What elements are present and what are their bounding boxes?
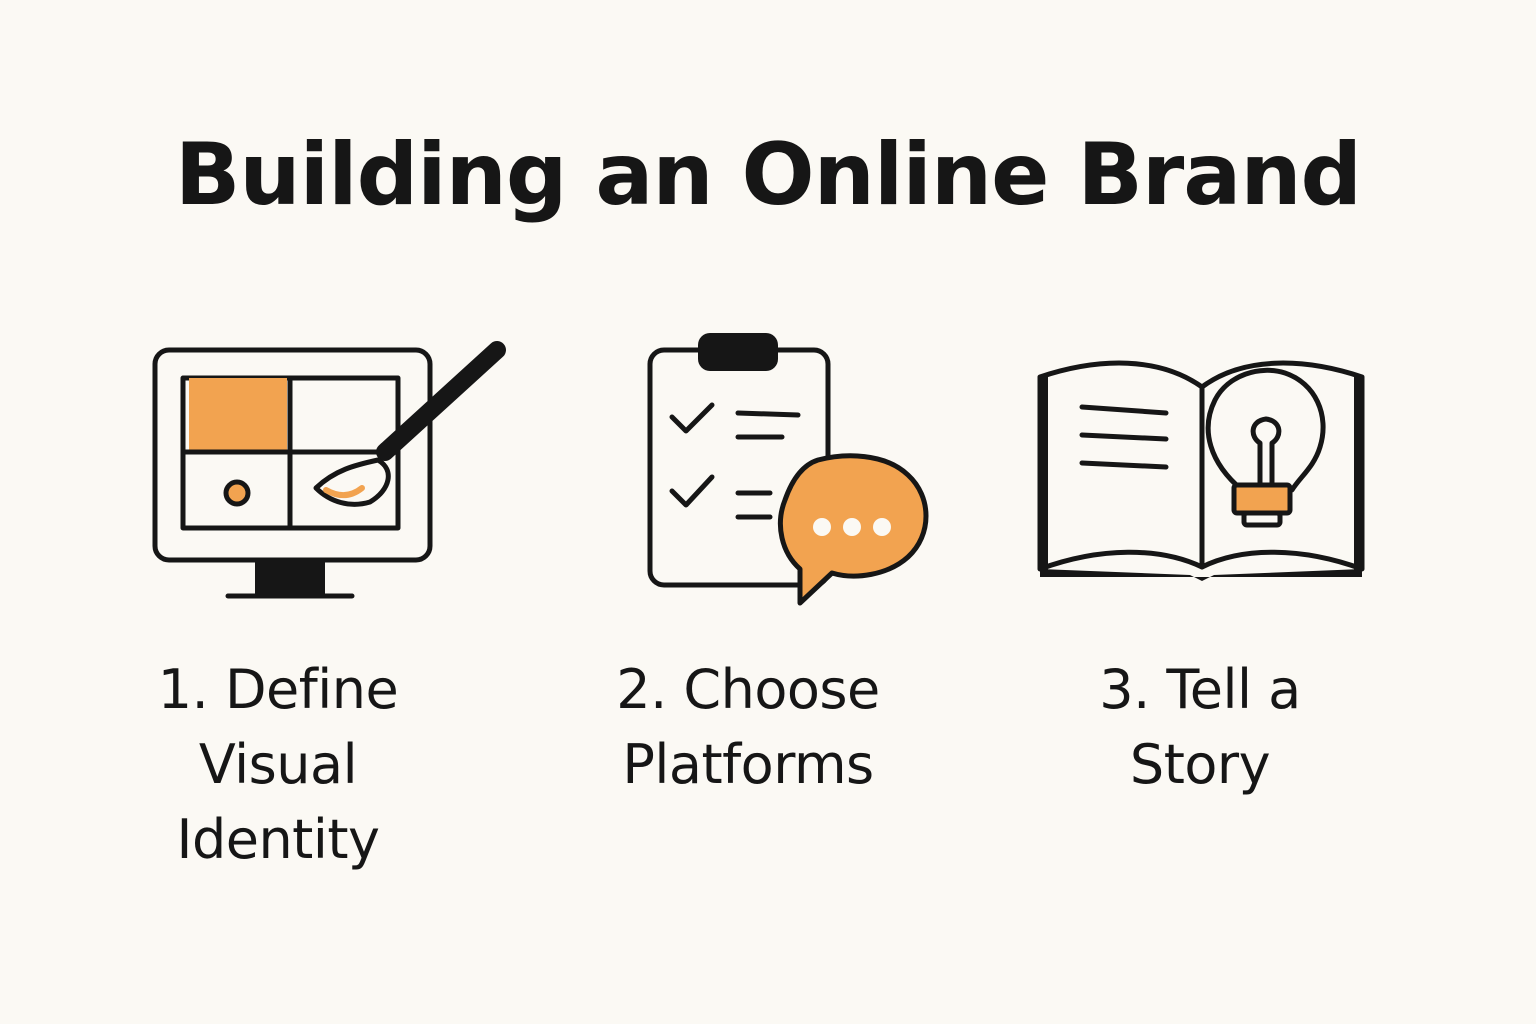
monitor-paintbrush-icon [140, 330, 520, 610]
page-title: Building an Online Brand [174, 125, 1362, 225]
book-lightbulb-icon [1030, 335, 1370, 590]
step-1-label: 1. Define Visual Identity [108, 652, 448, 877]
step-3-label: 3. Tell a Story [1030, 652, 1370, 802]
step-3-line-2: Story [1129, 733, 1271, 796]
step-2-label: 2. Choose Platforms [578, 652, 918, 802]
step-2-line-1: 2. Choose [616, 658, 880, 721]
step-2-line-2: Platforms [622, 733, 874, 796]
step-1-line-1: 1. Define [157, 658, 399, 721]
step-3-line-1: 3. Tell a [1099, 658, 1301, 721]
step-1-line-2: Visual [198, 733, 358, 796]
clipboard-chat-icon [640, 325, 940, 610]
step-1-line-3: Identity [176, 808, 380, 871]
